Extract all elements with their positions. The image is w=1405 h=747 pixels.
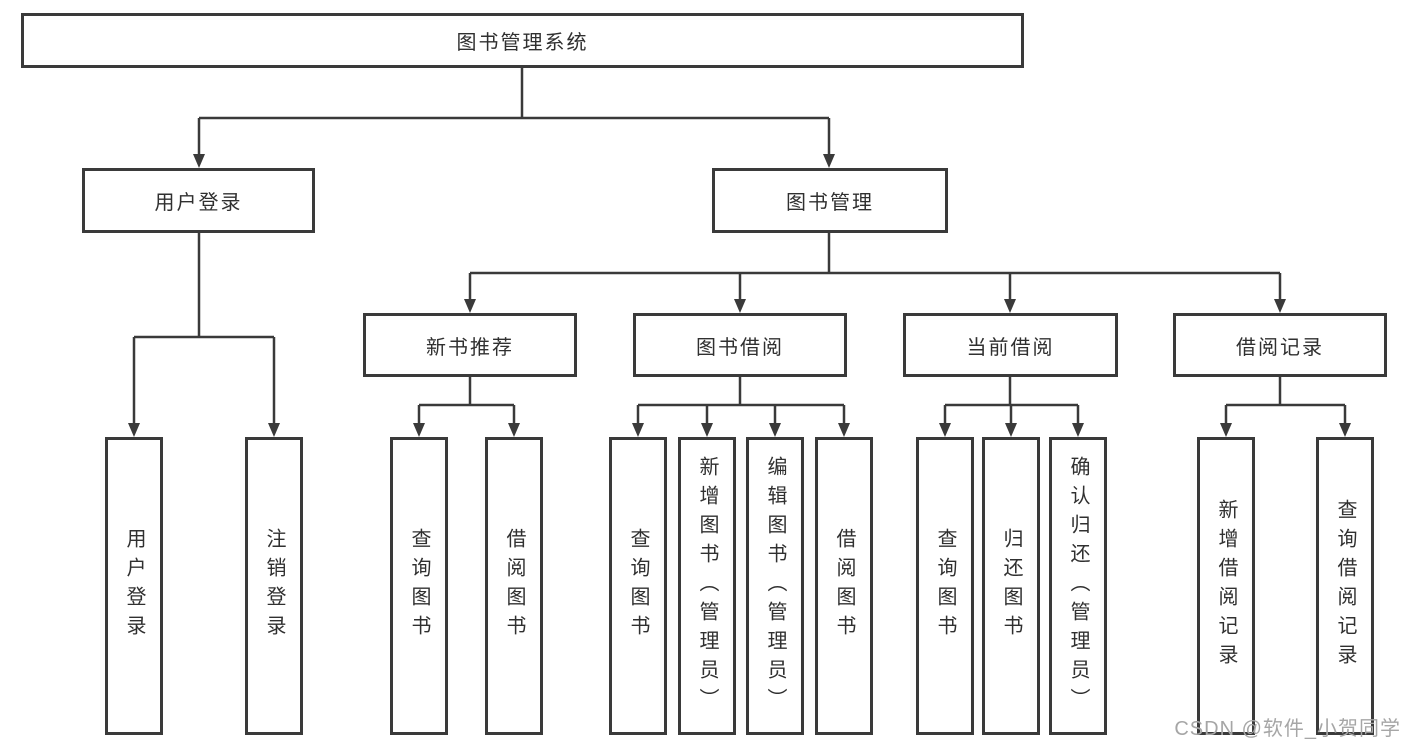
- leaf-br-add-record: 新增借阅记录: [1197, 437, 1255, 735]
- leaf-rec-query-book-label: 查询图书: [408, 528, 430, 644]
- leaf-user-login-label: 用户登录: [123, 528, 145, 644]
- leaf-bb-borrow-book-label: 借阅图书: [833, 528, 855, 644]
- leaf-br-query-record: 查询借阅记录: [1316, 437, 1374, 735]
- node-new-book-recommendation: 新书推荐: [363, 313, 577, 377]
- leaf-cb-return-book-label: 归还图书: [1000, 528, 1022, 644]
- node-borrowing-records: 借阅记录: [1173, 313, 1387, 377]
- leaf-logout-login: 注销登录: [245, 437, 303, 735]
- leaf-rec-borrow-book: 借阅图书: [485, 437, 543, 735]
- leaf-cb-query-book: 查询图书: [916, 437, 974, 735]
- leaf-bb-add-book-admin: 新增图书（管理员）: [678, 437, 736, 735]
- leaf-bb-edit-book-admin: 编辑图书（管理员）: [746, 437, 804, 735]
- leaf-user-login: 用户登录: [105, 437, 163, 735]
- node-current-borrowing: 当前借阅: [903, 313, 1118, 377]
- leaf-br-query-record-label: 查询借阅记录: [1334, 499, 1356, 673]
- leaf-cb-confirm-return-admin: 确认归还（管理员）: [1049, 437, 1107, 735]
- leaf-bb-query-book: 查询图书: [609, 437, 667, 735]
- leaf-bb-edit-book-admin-label: 编辑图书（管理员）: [764, 455, 786, 717]
- leaf-bb-borrow-book: 借阅图书: [815, 437, 873, 735]
- leaf-bb-add-book-admin-label: 新增图书（管理员）: [696, 455, 718, 717]
- node-book-management: 图书管理: [712, 168, 948, 233]
- connector-lines: [132, 68, 1347, 425]
- leaf-cb-confirm-return-admin-label: 确认归还（管理员）: [1067, 455, 1089, 717]
- leaf-rec-borrow-book-label: 借阅图书: [503, 528, 525, 644]
- leaf-cb-query-book-label: 查询图书: [934, 528, 956, 644]
- leaf-logout-login-label: 注销登录: [263, 528, 285, 644]
- leaf-cb-return-book: 归还图书: [982, 437, 1040, 735]
- node-user-login: 用户登录: [82, 168, 315, 233]
- csdn-watermark: CSDN @软件_小贺同学: [1174, 718, 1401, 740]
- leaf-rec-query-book: 查询图书: [390, 437, 448, 735]
- leaf-bb-query-book-label: 查询图书: [627, 528, 649, 644]
- leaf-br-add-record-label: 新增借阅记录: [1215, 499, 1237, 673]
- node-library-management-system: 图书管理系统: [21, 13, 1024, 68]
- node-book-borrowing: 图书借阅: [633, 313, 847, 377]
